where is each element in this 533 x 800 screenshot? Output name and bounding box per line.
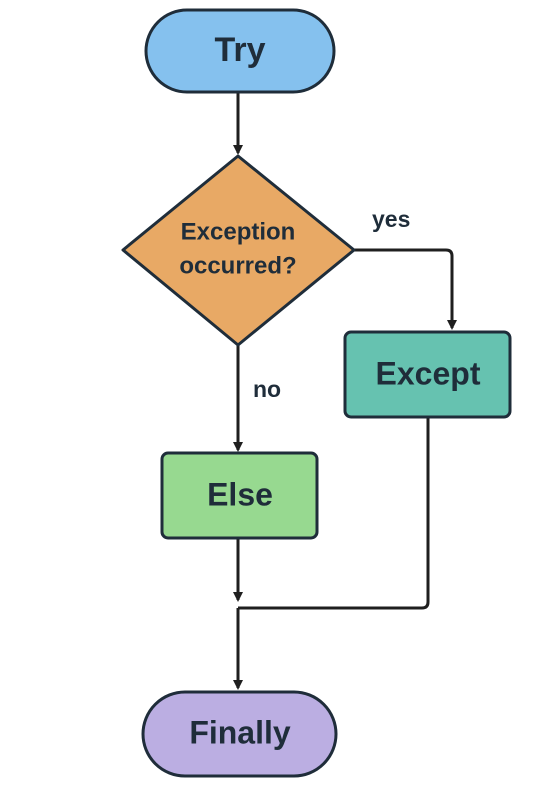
node-decision-shape — [121, 154, 356, 347]
node-finally-label: Finally — [189, 714, 291, 750]
node-decision-label-line1: Exception — [181, 218, 296, 245]
node-try-label: Try — [214, 31, 265, 69]
node-try: Try — [144, 8, 336, 94]
node-finally-shape — [141, 690, 338, 778]
edge-label-yes: yes — [372, 206, 410, 232]
node-else-shape — [160, 451, 319, 540]
node-else: Else — [160, 451, 319, 540]
node-decision: Exception occurred? — [121, 154, 356, 347]
node-decision-label-line2: occurred? — [179, 252, 296, 279]
node-except-shape — [343, 330, 512, 419]
edges — [233, 92, 457, 690]
edge-decision-to-except — [354, 248, 457, 330]
node-except-label: Except — [376, 355, 481, 391]
node-try-shape — [144, 8, 336, 94]
node-except: Except — [343, 330, 512, 419]
edge-except-to-merge — [238, 417, 430, 610]
node-finally: Finally — [141, 690, 338, 778]
edge-label-no: no — [253, 376, 281, 402]
node-else-label: Else — [207, 476, 273, 512]
